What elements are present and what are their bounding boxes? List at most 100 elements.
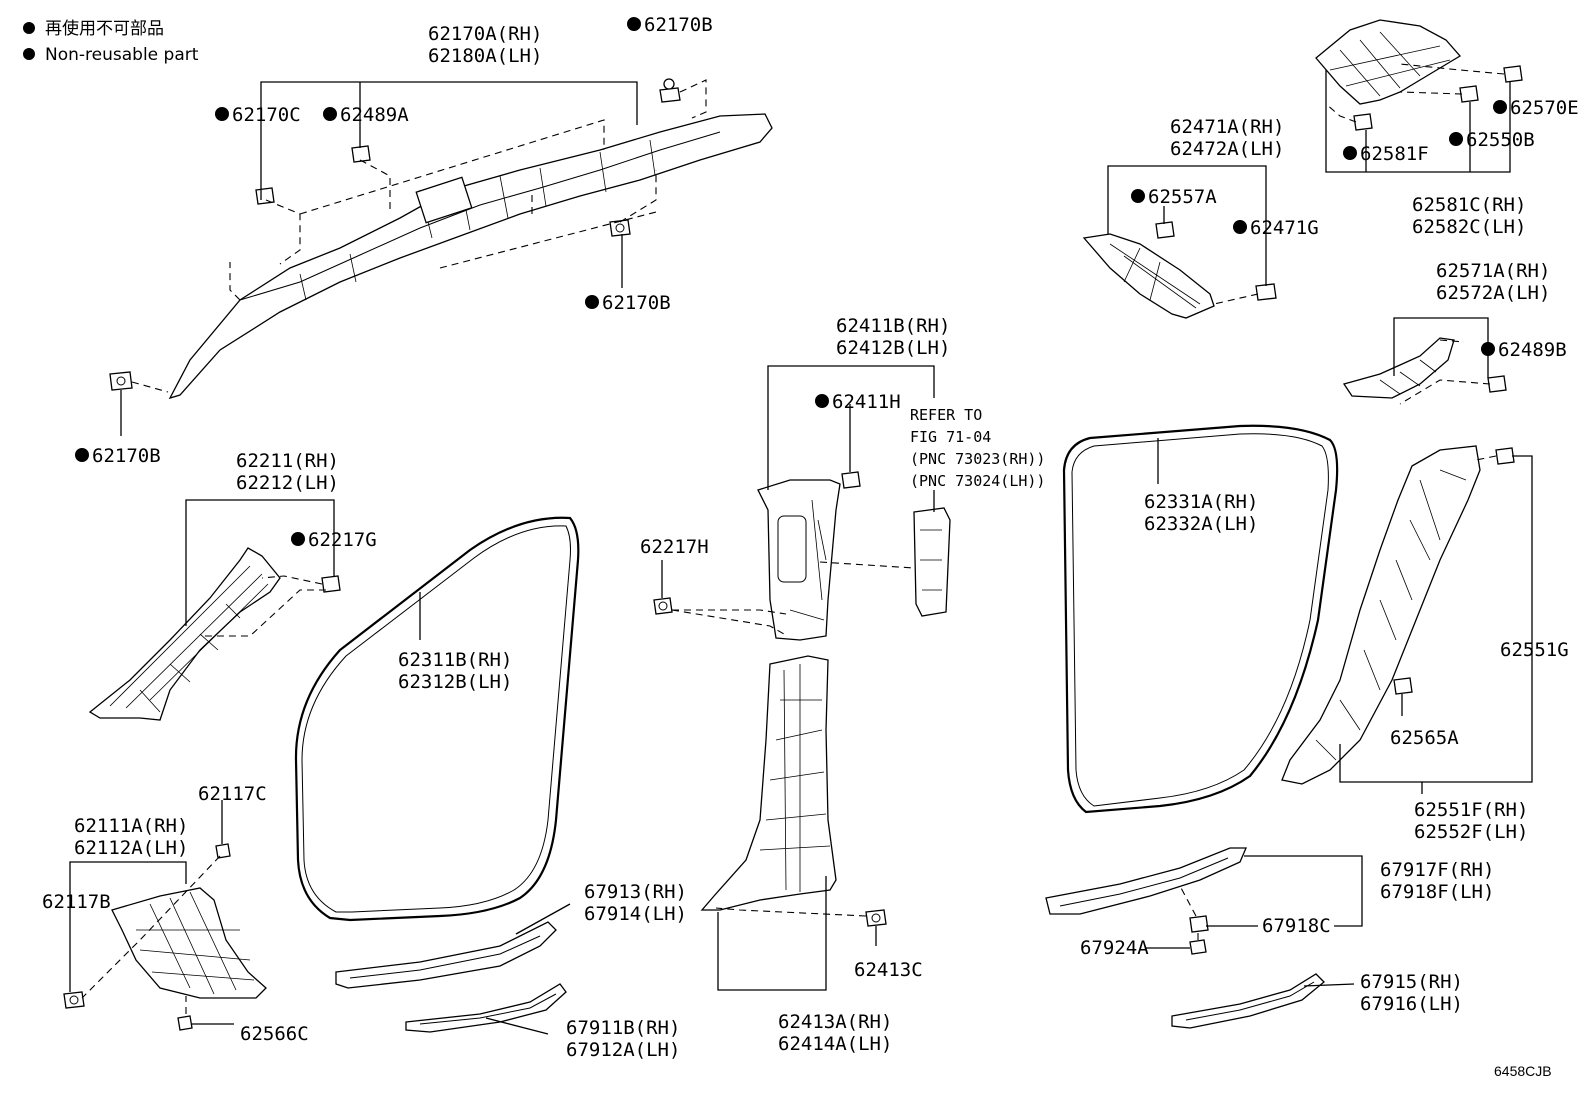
- leader-lines: [120, 79, 707, 436]
- label-62170B-mid: 62170B: [602, 292, 671, 314]
- leader-lines: [69, 800, 234, 1025]
- label-62413C: 62413C: [854, 959, 923, 981]
- label-62111A-rh: 62111A(RH): [74, 815, 188, 837]
- center-pillar-upper-garnish-part[interactable]: [757, 479, 841, 641]
- seatbelt-anchor-cover-part[interactable]: [913, 507, 951, 617]
- front-door-scuff-plate-part[interactable]: [335, 921, 557, 989]
- label-62489A: 62489A: [340, 104, 409, 126]
- non-reusable-bullet-icon: [1449, 132, 1463, 146]
- leader-lines: [1325, 63, 1511, 173]
- label-62552F-lh: 62552F(LH): [1414, 821, 1528, 843]
- clip-62217G[interactable]: [321, 575, 341, 593]
- label-67924A: 67924A: [1080, 937, 1149, 959]
- label-62217H: 62217H: [640, 536, 709, 558]
- roof-side-lower-garnish-part[interactable]: [1281, 445, 1481, 785]
- label-62180A-lh: 62180A(LH): [428, 45, 542, 67]
- label-62117C: 62117C: [198, 783, 267, 805]
- label-62550B: 62550B: [1466, 129, 1535, 151]
- label-62566C: 62566C: [240, 1023, 309, 1045]
- label-62581F: 62581F: [1360, 143, 1429, 165]
- roof-side-garnish-part[interactable]: [168, 113, 773, 400]
- clip-67924A[interactable]: [1189, 939, 1207, 955]
- clip-62551G[interactable]: [1495, 447, 1515, 465]
- label-62312B-lh: 62312B(LH): [398, 671, 512, 693]
- front-door-weatherstrip-part[interactable]: [294, 516, 580, 922]
- quarter-pillar-garnish-part[interactable]: [1082, 233, 1215, 319]
- rear-door-sill-plate-part[interactable]: [1171, 973, 1325, 1029]
- label-67914-lh: 67914(LH): [584, 903, 687, 925]
- legend: 再使用不可部品 Non-reusable part: [23, 18, 199, 65]
- label-62411H: 62411H: [832, 391, 901, 413]
- label-67917F-rh: 67917F(RH): [1380, 859, 1494, 881]
- label-62471A-rh: 62471A(RH): [1170, 116, 1284, 138]
- label-67918C: 67918C: [1262, 915, 1331, 937]
- clip-62170B-mid[interactable]: [609, 219, 631, 237]
- clip-62570E[interactable]: [1503, 65, 1523, 83]
- label-62551F-rh: 62551F(RH): [1414, 799, 1528, 821]
- clip-62170B-left[interactable]: [109, 371, 133, 391]
- front-door-sill-plate-part[interactable]: [405, 983, 567, 1033]
- label-62557A: 62557A: [1148, 186, 1217, 208]
- label-62472A-lh: 62472A(LH): [1170, 138, 1284, 160]
- label-67918F-lh: 67918F(LH): [1380, 881, 1494, 903]
- clip-62557A[interactable]: [1155, 221, 1175, 239]
- clip-62581F[interactable]: [1353, 113, 1373, 131]
- leader-lines: [485, 903, 571, 1035]
- non-reusable-bullet-icon: [1481, 342, 1495, 356]
- label-62170A-rh: 62170A(RH): [428, 23, 542, 45]
- label-62570E: 62570E: [1510, 97, 1579, 119]
- clip-62489B[interactable]: [1487, 375, 1507, 393]
- roof-side-inner-garnish-part[interactable]: [1315, 19, 1462, 105]
- clip-62489A[interactable]: [351, 145, 371, 163]
- non-reusable-bullet-icon: [1493, 100, 1507, 114]
- label-62582C-lh: 62582C(LH): [1412, 216, 1526, 238]
- non-reusable-bullet-icon: [215, 107, 229, 121]
- leader-lines: [1146, 855, 1363, 949]
- clip-62117B[interactable]: [63, 991, 85, 1009]
- part-labels: 62170A(RH) 62180A(LH) 62170B 62170C 6248…: [42, 14, 1579, 1079]
- legend-japanese-text: 再使用不可部品: [45, 18, 164, 39]
- non-reusable-bullet-icon: [1343, 146, 1357, 160]
- label-62212-lh: 62212(LH): [236, 472, 339, 494]
- clip-62550B[interactable]: [1459, 85, 1479, 103]
- non-reusable-bullet-icon: [323, 107, 337, 121]
- label-62117B: 62117B: [42, 891, 111, 913]
- front-pillar-garnish-part[interactable]: [88, 547, 281, 721]
- label-62170B-top: 62170B: [644, 14, 713, 36]
- label-62332A-lh: 62332A(LH): [1144, 513, 1258, 535]
- label-67911B-rh: 67911B(RH): [566, 1017, 680, 1039]
- clip-62217H[interactable]: [653, 597, 673, 615]
- label-62311B-rh: 62311B(RH): [398, 649, 512, 671]
- label-62112A-lh: 62112A(LH): [74, 837, 188, 859]
- label-67912A-lh: 67912A(LH): [566, 1039, 680, 1061]
- label-67915-rh: 67915(RH): [1360, 971, 1463, 993]
- leader-lines: [661, 365, 935, 635]
- label-62217G: 62217G: [308, 529, 377, 551]
- non-reusable-bullet-icon: [627, 17, 641, 31]
- leader-lines: [185, 499, 335, 637]
- rear-door-scuff-plate-part[interactable]: [1045, 847, 1247, 915]
- clip-62565A[interactable]: [1393, 677, 1413, 695]
- center-pillar-lower-garnish-part[interactable]: [700, 655, 837, 911]
- clip-67918C[interactable]: [1189, 915, 1209, 933]
- label-62551G: 62551G: [1500, 639, 1569, 661]
- non-reusable-bullet-icon: [585, 295, 599, 309]
- label-62489B: 62489B: [1498, 339, 1567, 361]
- package-tray-side-garnish-part[interactable]: [1342, 337, 1455, 399]
- label-67913-rh: 67913(RH): [584, 881, 687, 903]
- clip-62471G[interactable]: [1255, 283, 1277, 301]
- non-reusable-bullet-icon: [291, 532, 305, 546]
- non-reusable-bullet-icon: [1131, 189, 1145, 203]
- rear-door-weatherstrip-part[interactable]: [1062, 424, 1339, 814]
- label-62571A-rh: 62571A(RH): [1436, 260, 1550, 282]
- clip-62411H[interactable]: [841, 471, 861, 489]
- clip-62413C[interactable]: [865, 909, 887, 927]
- cowl-side-trim-part[interactable]: [111, 887, 267, 999]
- label-62414A-lh: 62414A(LH): [778, 1033, 892, 1055]
- clip-62170B-top[interactable]: [659, 78, 681, 103]
- clip-62117C[interactable]: [215, 843, 231, 859]
- clip-62566C[interactable]: [177, 1015, 193, 1031]
- reference-line-2: FIG 71-04: [910, 428, 991, 446]
- legend-bullet-icon: [23, 22, 35, 34]
